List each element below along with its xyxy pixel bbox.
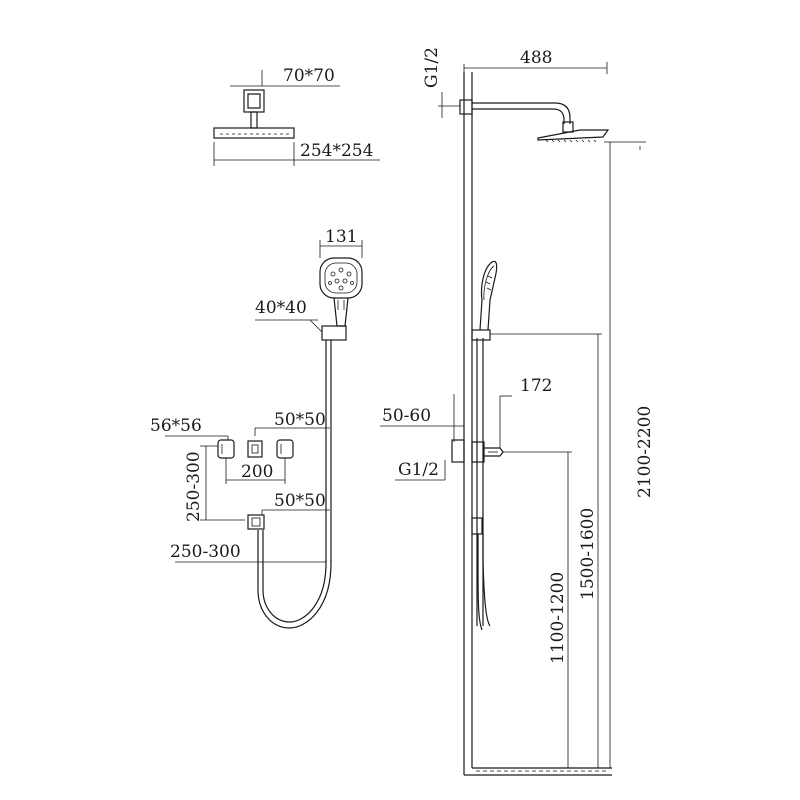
valve-controls [217, 439, 294, 459]
label-g1-2-bottom: G1/2 [398, 460, 439, 480]
dimension-56x56: 56*56 [150, 416, 229, 440]
label-40x40: 40*40 [255, 298, 307, 318]
dimension-488: 488 [463, 48, 608, 100]
label-g1-2-top: G1/2 [422, 47, 442, 88]
dimension-1100-1200: 1100-1200 [503, 451, 572, 768]
label-1100-1200: 1100-1200 [548, 572, 568, 664]
dimension-50x50-outlet: 50*50 [261, 491, 330, 515]
label-1500-1600: 1500-1600 [578, 508, 598, 600]
label-250-300-vertical: 250-300 [184, 451, 204, 522]
label-2100-2200: 2100-2200 [635, 406, 655, 498]
dimension-250-300-vertical: 250-300 [184, 445, 245, 522]
label-50x50-outlet: 50*50 [274, 491, 326, 511]
dimension-g1-2-bottom: G1/2 [395, 460, 446, 481]
label-250-300-horizontal: 250-300 [170, 542, 241, 562]
dimension-g1-2-top: G1/2 [422, 47, 460, 118]
label-200: 200 [241, 462, 273, 482]
wall-and-floor [463, 72, 612, 776]
dimension-131: 131 [319, 227, 363, 258]
dimension-254x254: 254*254 [213, 141, 380, 166]
hand-shower-front-view [257, 257, 363, 629]
dimension-50-60: 50-60 [380, 394, 465, 442]
label-56x56: 56*56 [150, 416, 202, 436]
dimension-200: 200 [225, 458, 286, 484]
label-50-60: 50-60 [382, 406, 431, 426]
label-50x50-diverter: 50*50 [274, 410, 326, 430]
label-172: 172 [520, 376, 552, 396]
dimension-50x50-diverter: 50*50 [254, 410, 330, 436]
slide-bar-side-view [471, 260, 498, 626]
dimension-2100-2200: 2100-2200 [604, 141, 655, 768]
label-131: 131 [325, 227, 357, 247]
label-70x70: 70*70 [283, 66, 335, 86]
overhead-shower-front-view [213, 89, 295, 139]
wall-outlet [247, 514, 265, 530]
dimension-250-300-horizontal: 250-300 [170, 540, 326, 570]
dimension-1500-1600: 1500-1600 [490, 333, 602, 768]
label-488: 488 [520, 48, 552, 68]
label-254x254: 254*254 [300, 141, 373, 161]
dimension-70x70: 70*70 [230, 66, 340, 87]
dimension-172: 172 [499, 376, 552, 448]
shower-arm-side-view [459, 99, 610, 143]
lower-outlet-and-hose-side-view [471, 517, 491, 631]
dimension-40x40: 40*40 [255, 298, 323, 333]
